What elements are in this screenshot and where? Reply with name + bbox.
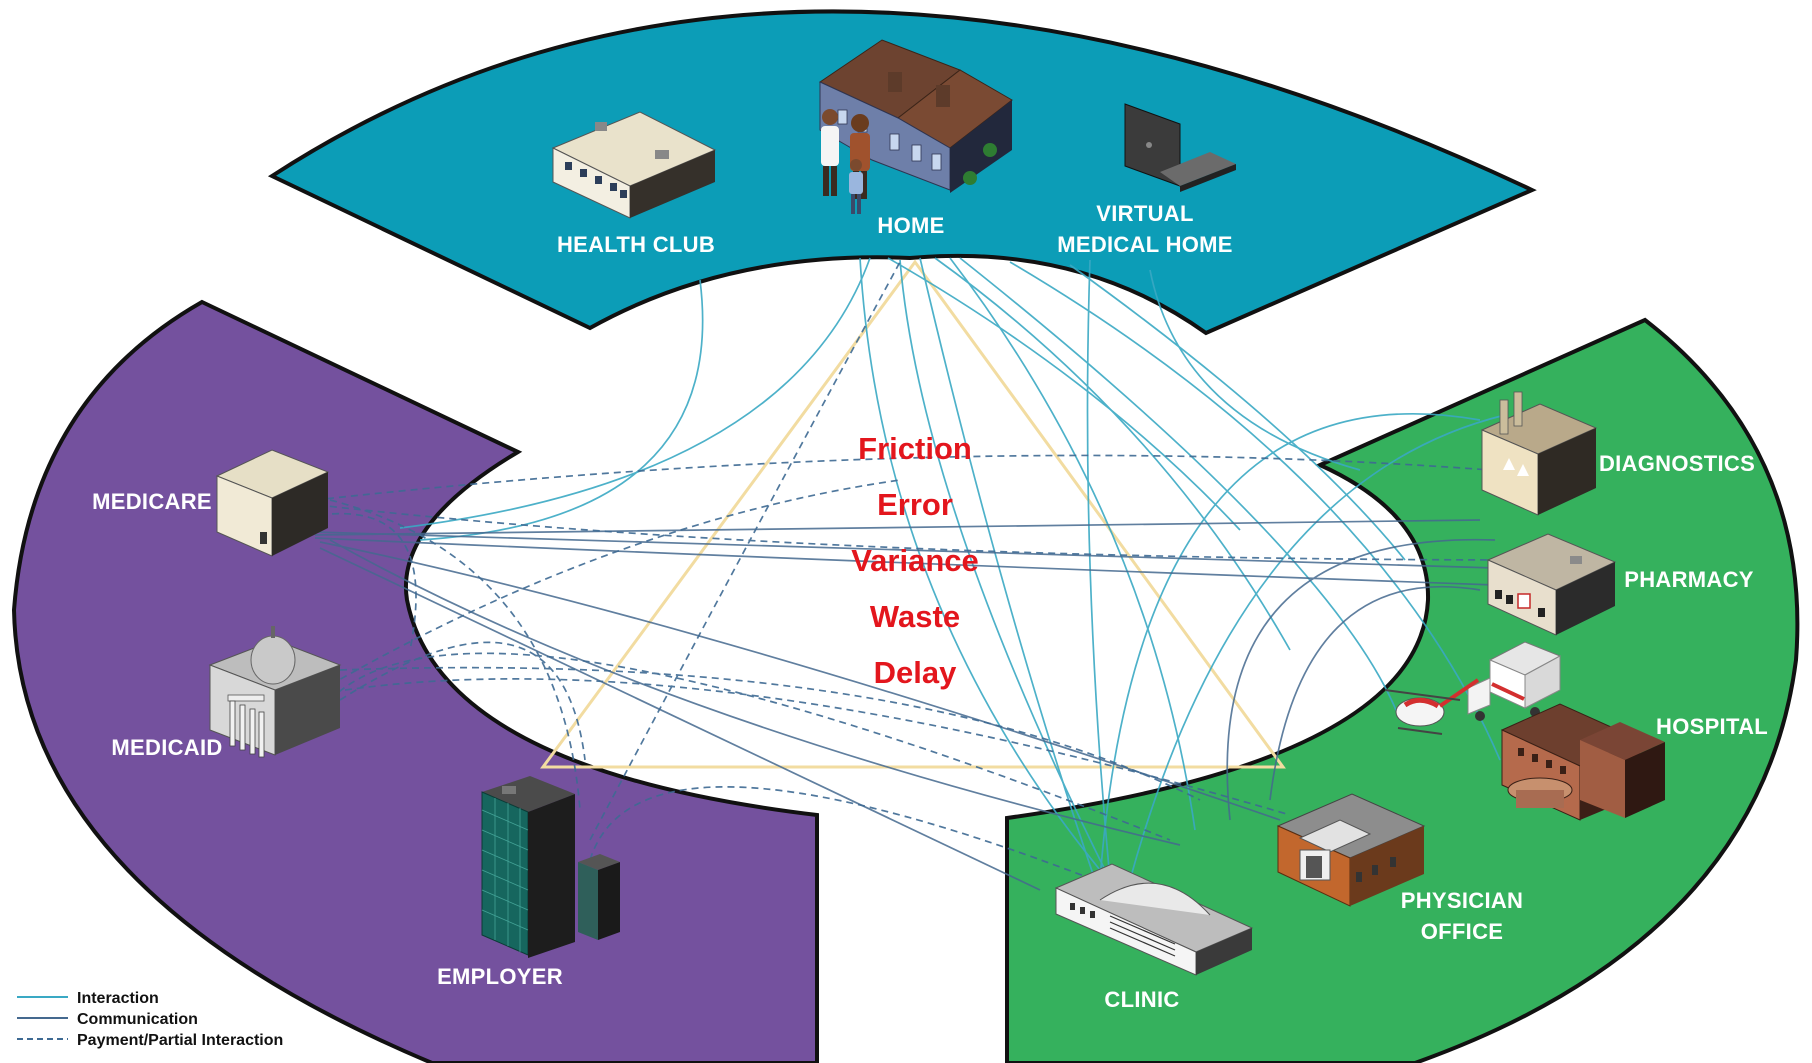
house-with-family-icon <box>818 39 1013 214</box>
ambulance-icon <box>1467 641 1562 721</box>
legend-payment-label: Payment/Partial Interaction <box>77 1032 283 1049</box>
legend-interaction-label: Interaction <box>77 990 159 1007</box>
clinic-label: CLINIC <box>1104 987 1179 1012</box>
center-word-error: Error <box>877 487 953 522</box>
legend: Interaction Communication Payment/Partia… <box>17 990 283 1049</box>
center-word-friction: Friction <box>858 431 972 466</box>
health-club-building-icon <box>551 111 717 219</box>
center-triangle <box>540 259 1286 769</box>
interaction-lines <box>399 257 1506 881</box>
top-band <box>267 9 1537 336</box>
employer-label: EMPLOYER <box>437 964 563 989</box>
communication-lines <box>314 519 1496 891</box>
physician-office-building-icon <box>1276 793 1426 907</box>
helicopter-icon <box>1384 678 1480 735</box>
laptop-icon <box>1124 103 1236 192</box>
left-band <box>11 299 819 1063</box>
medicaid-capitol-icon <box>208 626 342 758</box>
physician-office-label-line2: OFFICE <box>1421 919 1503 944</box>
center-word-waste: Waste <box>870 599 960 634</box>
clinic-building-icon <box>1054 863 1254 976</box>
virtual-medical-home-label-line1: VIRTUAL <box>1096 201 1193 226</box>
health-club-label: HEALTH CLUB <box>557 232 715 257</box>
employer-tower-icon <box>481 776 620 958</box>
payment-lines <box>314 261 1541 891</box>
medicare-building-icon <box>215 449 330 557</box>
medicaid-label: MEDICAID <box>111 735 222 760</box>
pharmacy-label: PHARMACY <box>1624 567 1754 592</box>
hospital-building-icon <box>1500 703 1665 821</box>
diagnostics-label: DIAGNOSTICS <box>1599 451 1755 476</box>
legend-communication-label: Communication <box>77 1011 198 1028</box>
physician-office-label-line1: PHYSICIAN <box>1401 888 1524 913</box>
hospital-label: HOSPITAL <box>1656 714 1768 739</box>
pharmacy-building-icon <box>1486 533 1617 636</box>
center-word-variance: Variance <box>851 543 979 578</box>
home-label: HOME <box>877 213 944 238</box>
virtual-medical-home-label-line2: MEDICAL HOME <box>1057 232 1233 257</box>
diagnostics-factory-icon <box>1480 391 1598 516</box>
medicare-label: MEDICARE <box>92 489 212 514</box>
center-word-delay: Delay <box>874 655 957 690</box>
